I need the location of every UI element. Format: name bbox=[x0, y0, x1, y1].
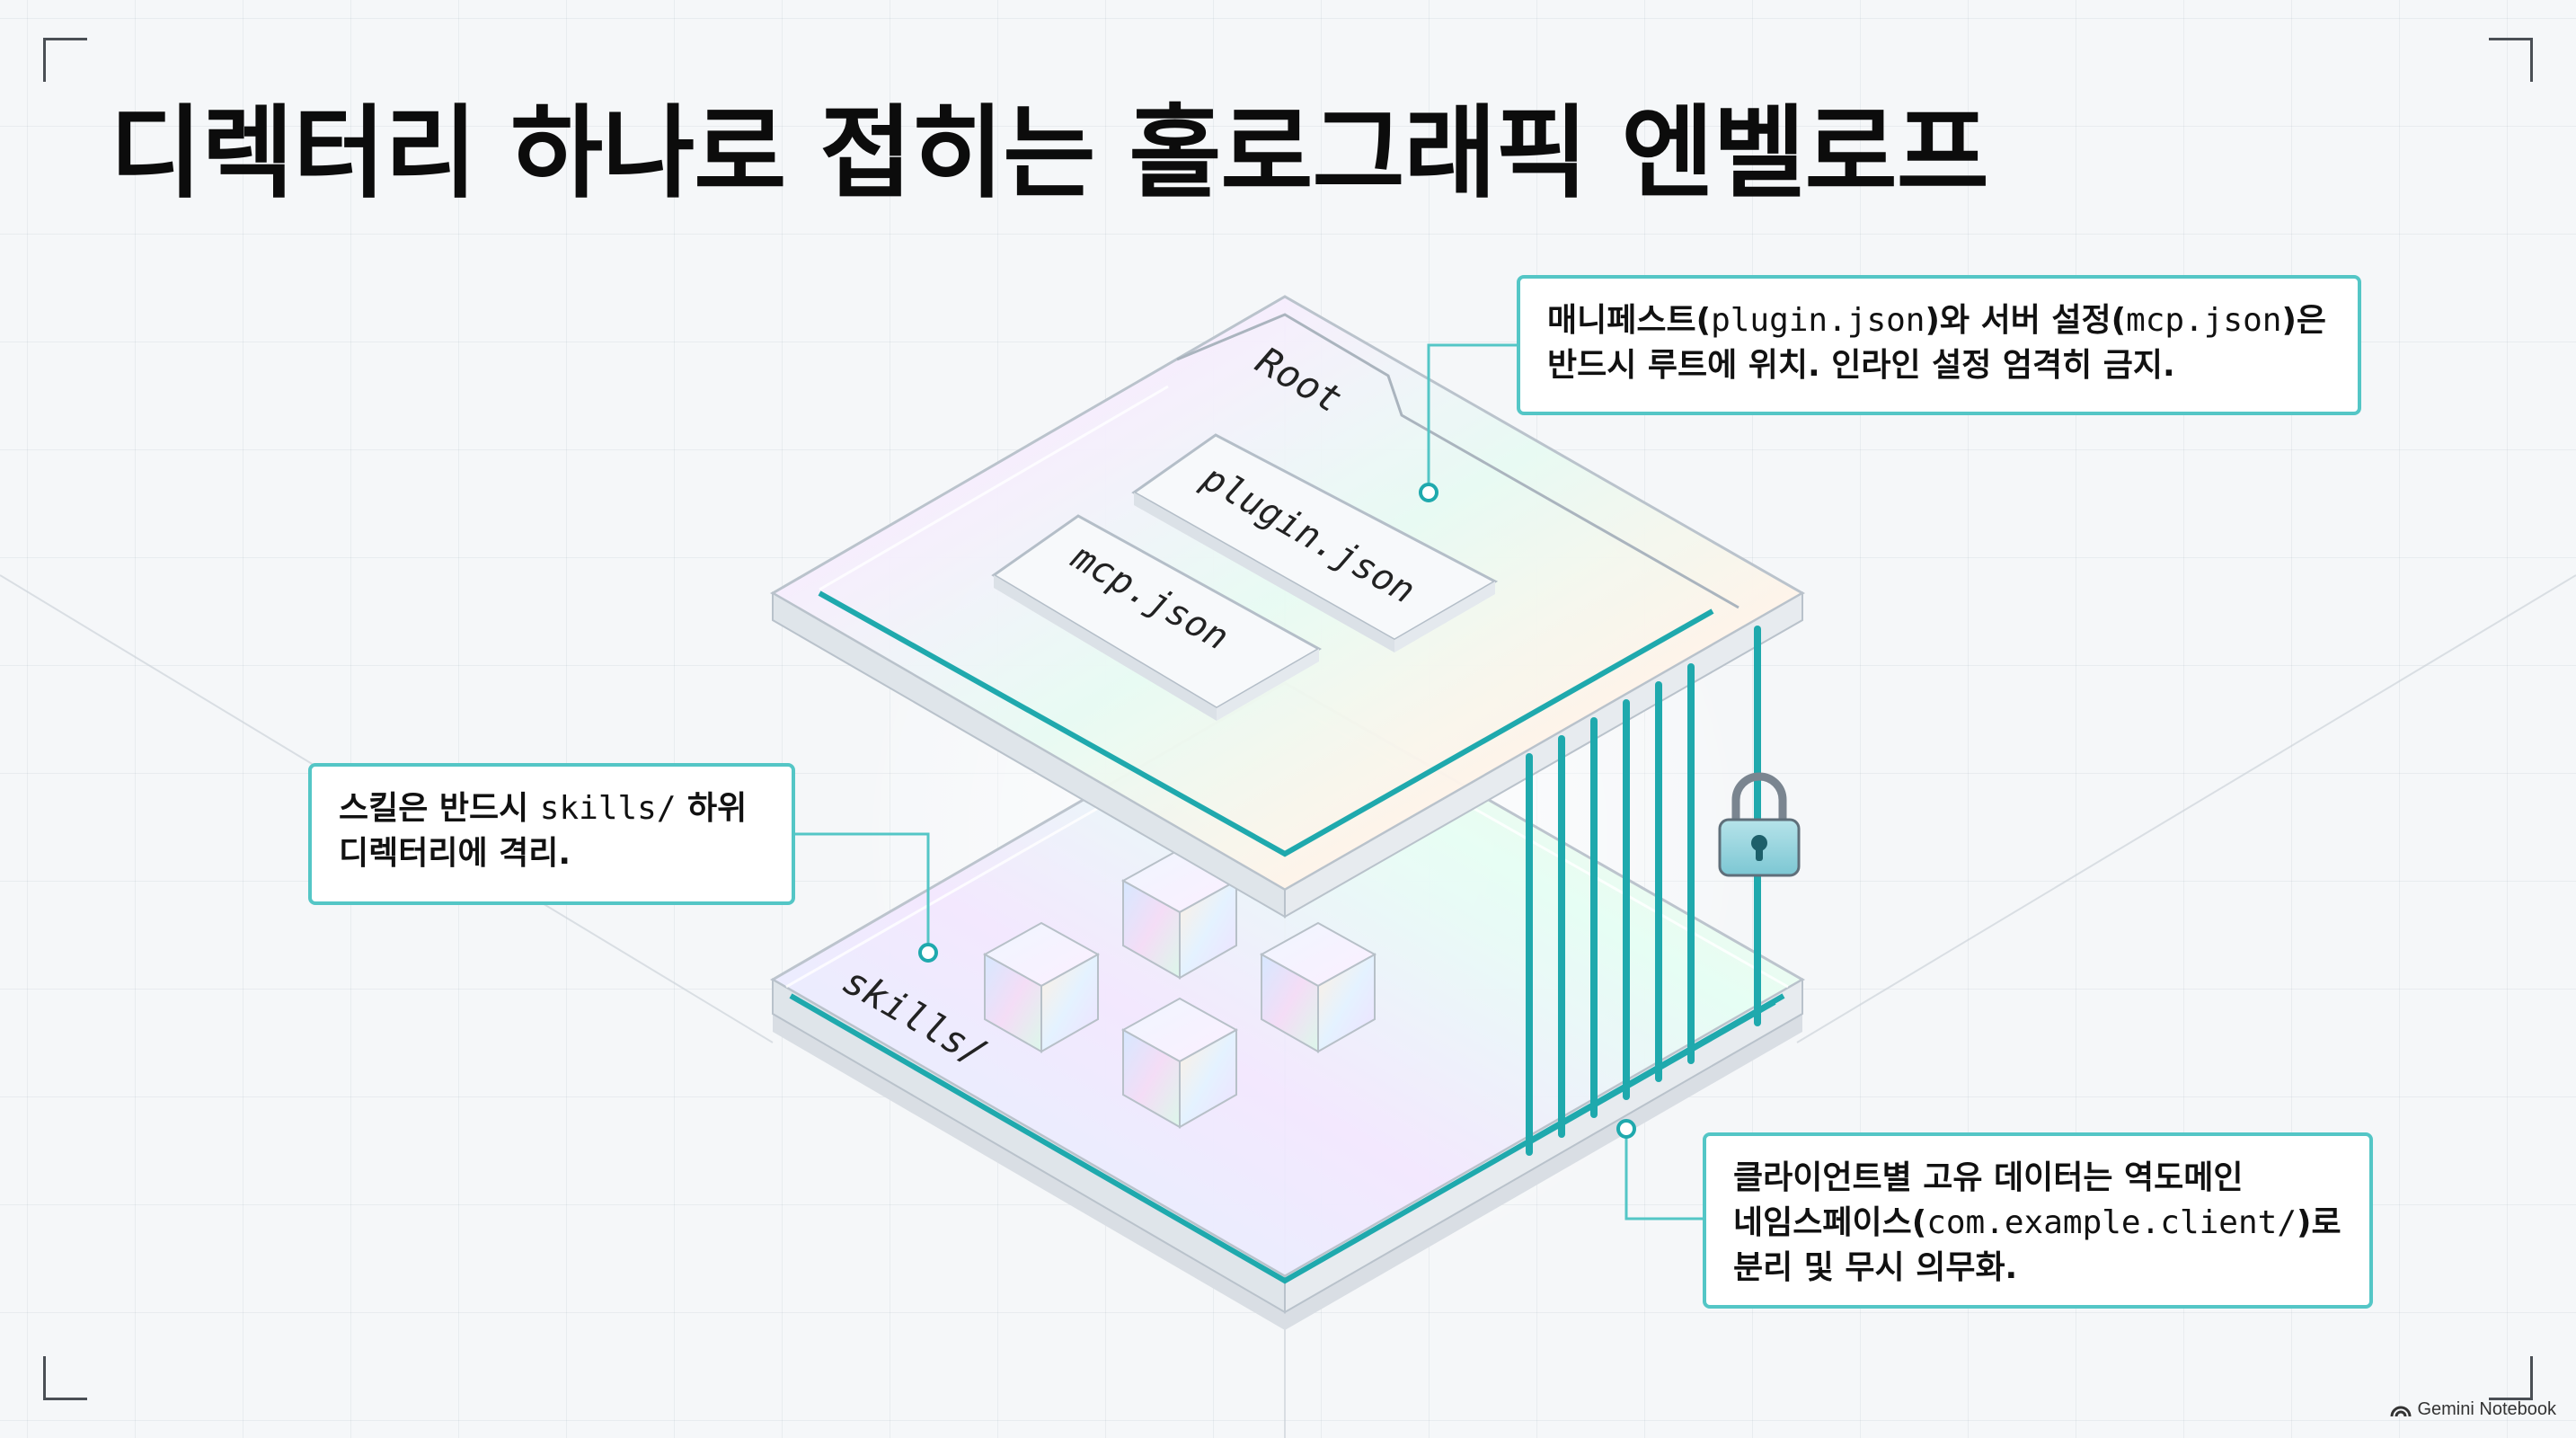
corner-mark-bottom-left bbox=[43, 1356, 87, 1400]
brand-mark: Gemini Notebook bbox=[2390, 1399, 2556, 1420]
callout-code: com.example.client/ bbox=[1926, 1204, 2297, 1241]
skill-cube-icon bbox=[1259, 921, 1377, 1053]
lock-icon bbox=[1718, 772, 1801, 877]
callout-manifest-line1: 매니페스트(plugin.json)와 서버 설정(mcp.json)은 bbox=[1547, 298, 2331, 343]
callout-client-line2: 네임스페이스(com.example.client/)로 bbox=[1733, 1201, 2342, 1246]
root-layer bbox=[770, 295, 1806, 919]
skill-cube-icon bbox=[982, 921, 1101, 1053]
skill-cube-icon bbox=[1120, 997, 1239, 1129]
brand-name: Gemini Notebook bbox=[2417, 1399, 2556, 1419]
callout-text: )로 bbox=[2297, 1204, 2341, 1241]
callout-code: skills/ bbox=[539, 790, 677, 827]
callout-code: mcp.json bbox=[2126, 302, 2282, 339]
callout-client-line3: 분리 및 무시 의무화. bbox=[1733, 1249, 2018, 1286]
callout-client-line1: 클라이언트별 고유 데이터는 역도메인 bbox=[1733, 1159, 2244, 1196]
callout-skills-line1: 스킬은 반드시 skills/ 하위 bbox=[339, 786, 765, 831]
callout-skills: 스킬은 반드시 skills/ 하위 디렉터리에 격리. bbox=[308, 763, 795, 905]
corner-mark-top-right bbox=[2489, 38, 2533, 82]
callout-text: 네임스페이스( bbox=[1733, 1204, 1927, 1241]
callout-text: 매니페스트( bbox=[1547, 302, 1712, 339]
page-title: 디렉터리 하나로 접히는 홀로그래픽 엔벨로프 bbox=[110, 95, 1989, 212]
callout-text: )은 bbox=[2281, 302, 2327, 339]
callout-client: 클라이언트별 고유 데이터는 역도메인 네임스페이스(com.example.c… bbox=[1703, 1132, 2373, 1309]
callout-text: 스킬은 반드시 bbox=[339, 790, 540, 827]
notebook-logo-icon bbox=[2390, 1406, 2412, 1416]
client-namespace-bars bbox=[1526, 626, 1761, 1156]
callout-manifest: 매니페스트(plugin.json)와 서버 설정(mcp.json)은 반드시… bbox=[1517, 275, 2361, 415]
callout-text: 하위 bbox=[676, 790, 748, 827]
callout-skills-line2: 디렉터리에 격리. bbox=[339, 835, 571, 872]
callout-code: plugin.json bbox=[1711, 302, 1925, 339]
callout-text: )와 서버 설정( bbox=[1925, 302, 2127, 339]
callout-manifest-line2: 반드시 루트에 위치. 인라인 설정 엄격히 금지. bbox=[1547, 347, 2175, 384]
callout-anchors bbox=[918, 483, 1636, 1139]
corner-mark-top-left bbox=[43, 38, 87, 82]
corner-mark-bottom-right bbox=[2489, 1356, 2533, 1400]
callout-leaders bbox=[795, 343, 1703, 1221]
